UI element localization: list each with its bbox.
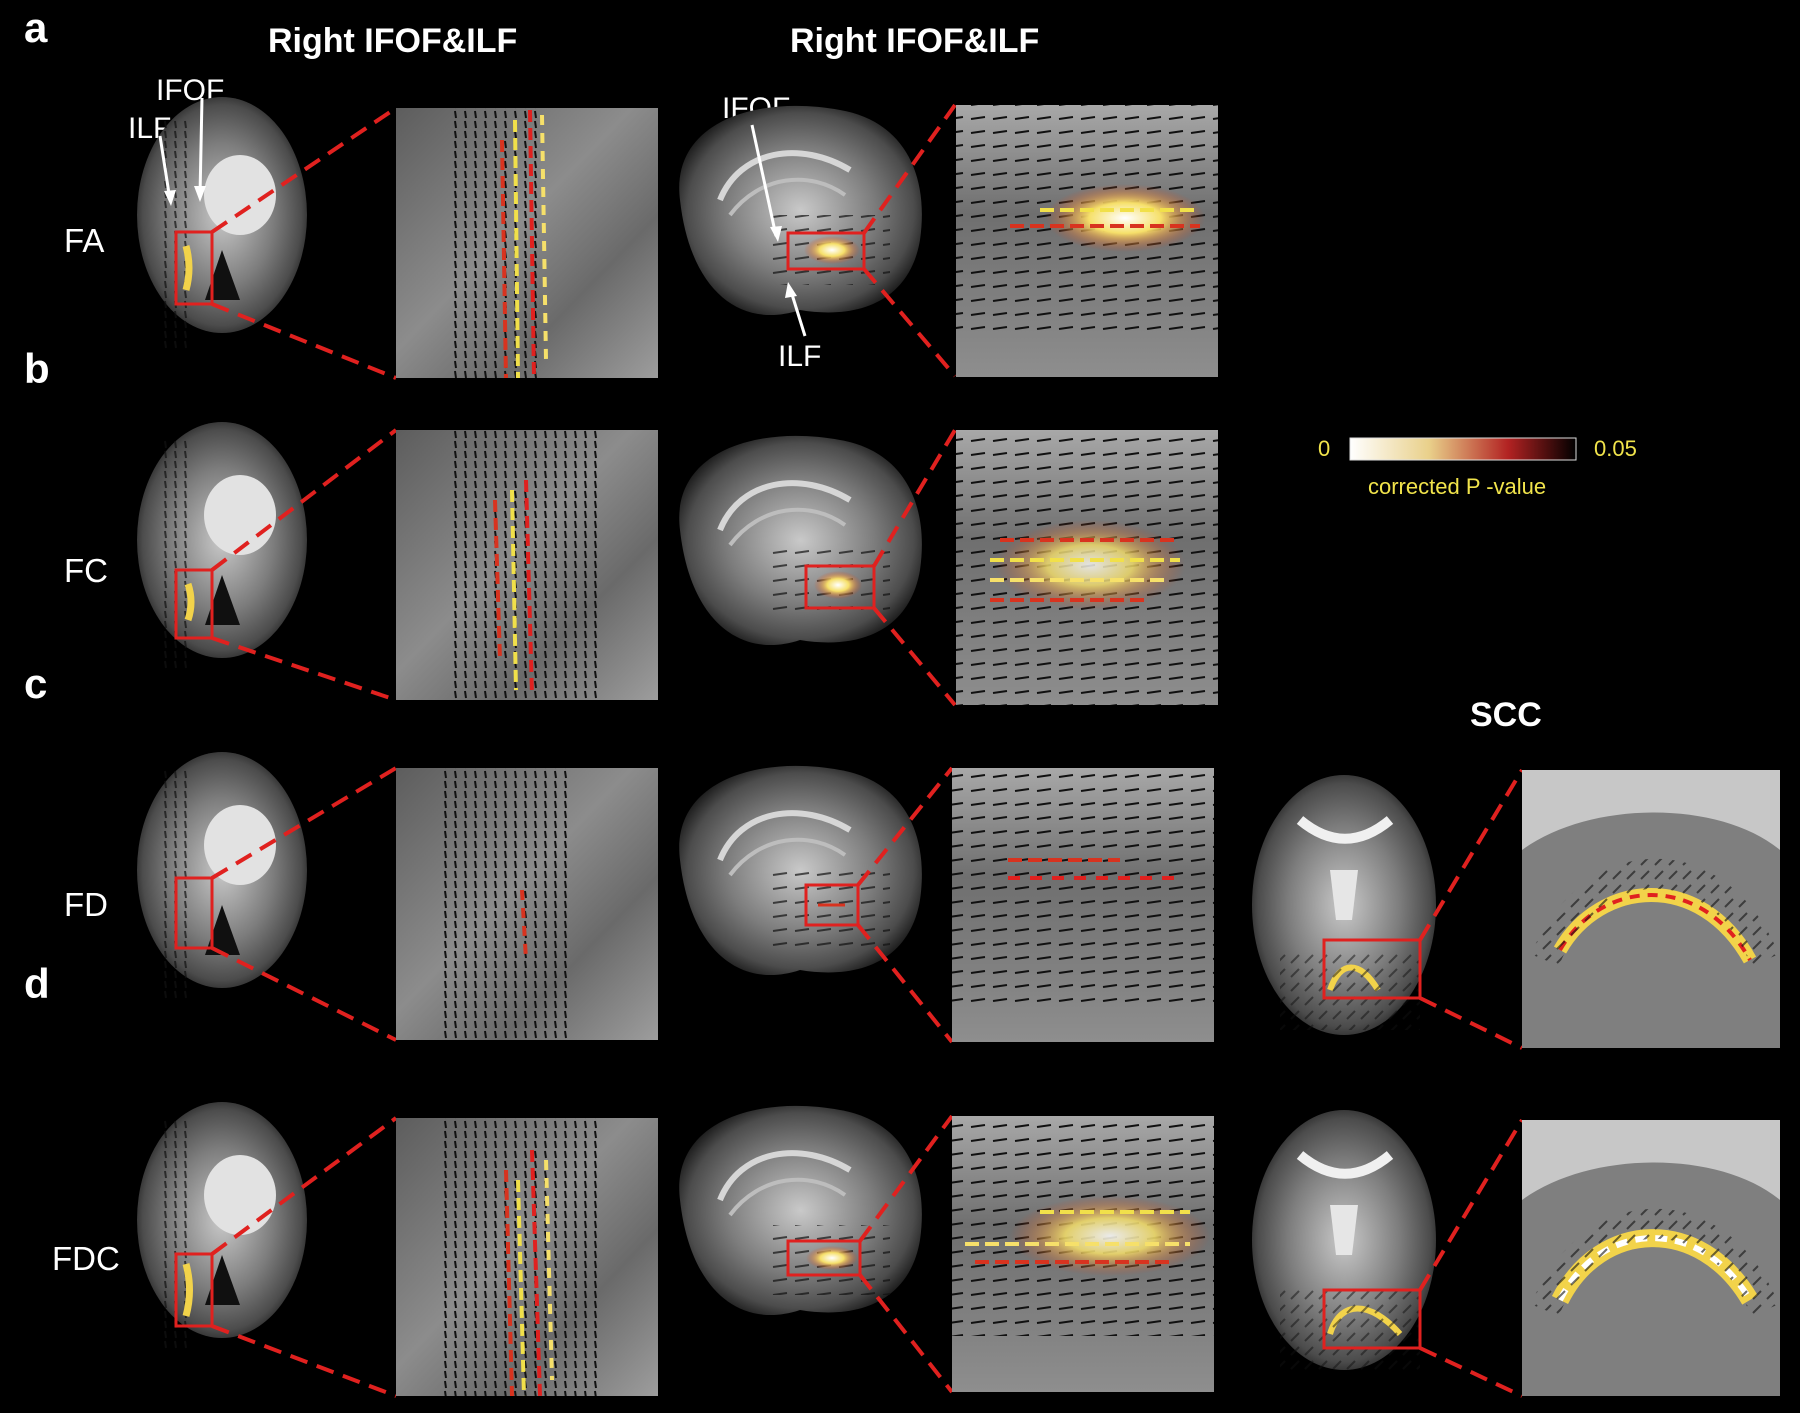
row-a xyxy=(137,97,1218,380)
axial-brain-b xyxy=(137,422,307,670)
roi-box-axial-b xyxy=(174,568,214,640)
roi-box-axial-c xyxy=(174,876,214,950)
sagittal-brain-b xyxy=(679,435,922,646)
roi-box-scc-c xyxy=(1322,938,1422,1000)
zoom-sagittal-d xyxy=(952,1116,1214,1392)
sagittal-brain-a xyxy=(679,105,922,316)
roi-box-axial-a xyxy=(174,230,214,306)
column-title-axial: Right IFOF&ILF xyxy=(268,22,518,60)
axial-brain-d xyxy=(137,1102,307,1350)
zoom-axial-a xyxy=(396,108,658,379)
row-c xyxy=(137,752,1780,1050)
colorbar-min-label: 0 xyxy=(1318,436,1331,461)
zoom-sagittal-c xyxy=(952,768,1214,1042)
column-title-sagittal: Right IFOF&ILF xyxy=(790,22,1040,60)
sagittal-brain-d xyxy=(679,1105,922,1316)
label-sagittal-ilf: ILF xyxy=(778,340,822,373)
scc-axial-brain-d xyxy=(1252,1110,1436,1370)
column-title-scc: SCC xyxy=(1470,696,1542,734)
roi-box-scc-d xyxy=(1322,1288,1422,1350)
panel-letter-d: d xyxy=(24,960,50,1007)
roi-box-sagittal-c xyxy=(804,883,860,927)
axial-brain-a xyxy=(137,97,307,350)
colorbar-title: corrected P -value xyxy=(1368,474,1547,499)
row-label-fa: FA xyxy=(64,222,105,259)
colorbar-max-label: 0.05 xyxy=(1594,436,1637,461)
zoom-scc-d xyxy=(1522,1120,1780,1396)
zoom-axial-b xyxy=(396,430,658,700)
zoom-sagittal-b xyxy=(956,430,1218,705)
roi-box-sagittal-b xyxy=(804,564,876,610)
zoom-sagittal-a xyxy=(956,105,1218,377)
roi-box-axial-d xyxy=(174,1252,214,1328)
panel-letter-a: a xyxy=(24,4,48,51)
zoom-axial-c xyxy=(396,768,658,1040)
colorbar xyxy=(1349,437,1577,461)
scc-axial-brain-c xyxy=(1252,775,1436,1035)
zoom-axial-d xyxy=(396,1118,658,1397)
panel-letter-b: b xyxy=(24,345,50,392)
row-label-fd: FD xyxy=(64,886,108,923)
axial-brain-c xyxy=(137,752,307,1000)
panel-letter-c: c xyxy=(24,660,48,707)
sagittal-brain-c xyxy=(679,765,922,976)
row-d xyxy=(137,1102,1780,1398)
zoom-scc-c xyxy=(1522,770,1780,1048)
roi-box-sagittal-d xyxy=(786,1239,862,1277)
roi-box-sagittal-a xyxy=(786,231,866,271)
row-label-fc: FC xyxy=(64,552,108,589)
row-b xyxy=(137,422,1577,707)
row-label-fdc: FDC xyxy=(52,1240,120,1277)
